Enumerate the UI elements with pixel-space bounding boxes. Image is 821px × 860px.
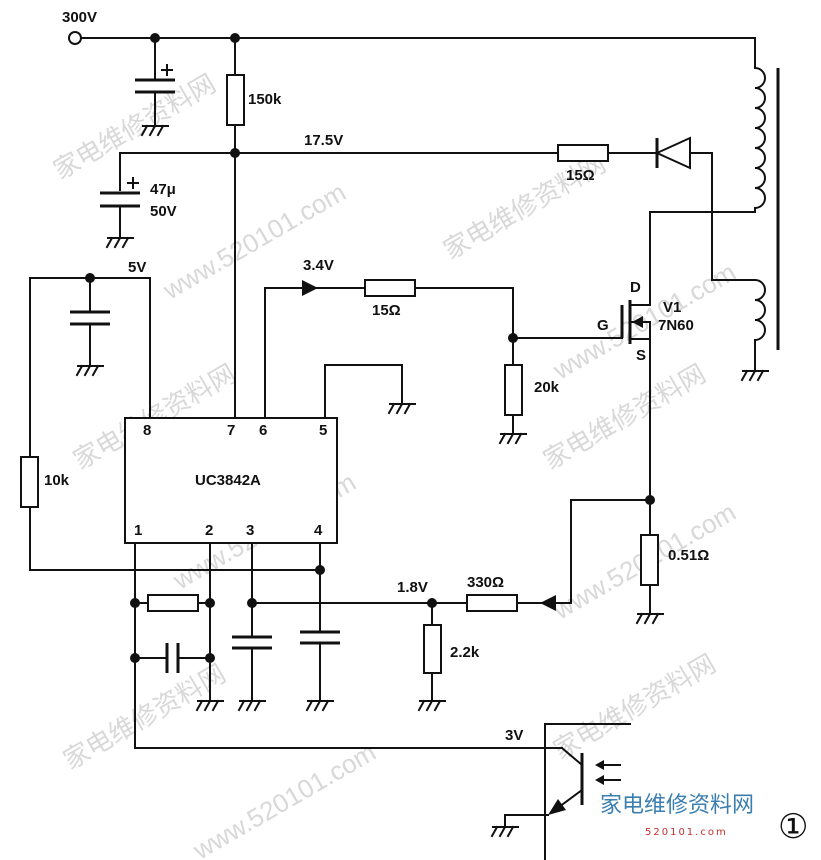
ic-pin-4: 4 (314, 522, 323, 539)
label-start-resistor: 150k (248, 91, 282, 108)
mosfet-pin-d: D (630, 279, 641, 296)
sense-arrow (540, 595, 556, 611)
pin5-ground (324, 364, 416, 419)
label-vcc-rail: 17.5V (304, 132, 343, 149)
input-capacitor (135, 37, 175, 137)
mosfet-ref: V1 (663, 299, 681, 316)
gate-resistor (364, 279, 416, 297)
timing-resistor (20, 456, 39, 508)
label-timing-resistor: 10k (44, 472, 70, 489)
ground-symbol (740, 369, 769, 382)
start-resistor: 150k (226, 37, 282, 154)
watermark-cn-6: 家电维修资料网 (548, 648, 721, 765)
ground-symbol (635, 612, 664, 625)
gate-drive: 3.4V 15Ω 20k (264, 257, 623, 445)
comp-resistor (147, 594, 199, 612)
ground-symbol (417, 699, 446, 712)
input-terminal (68, 31, 82, 45)
label-feedback-resistor: 15Ω (566, 167, 595, 184)
figure-number: ① (778, 808, 808, 846)
optocoupler: 3V (490, 723, 631, 860)
watermark-cn-5: 家电维修资料网 (58, 658, 231, 775)
ic-pin-2: 2 (205, 522, 213, 539)
feedback-resistor (557, 144, 609, 162)
ic-pin-5: 5 (319, 422, 327, 439)
label-cap-value: 47μ (150, 181, 176, 198)
ic-pin-3: 3 (246, 522, 254, 539)
mosfet-part: 7N60 (658, 317, 694, 334)
label-gate-pulldown: 20k (534, 379, 560, 396)
label-sense-resistor: 0.51Ω (668, 547, 709, 564)
label-supply-voltage: 300V (62, 9, 97, 26)
ic-bottom-network (130, 542, 563, 749)
current-sense: 0.51Ω 330Ω 1.8V 2.2k (251, 495, 709, 712)
ic-uc3842a: UC3842A 8 7 6 5 1 2 3 4 (124, 417, 338, 544)
site-logo: 家电维修资料网 520101.com (600, 793, 754, 838)
ic-pin-1: 1 (134, 522, 142, 539)
watermark-cn-1: 家电维修资料网 (48, 68, 221, 185)
vref-network: 5V 10k (20, 259, 325, 575)
ground-symbol (140, 124, 169, 137)
cs-resistor (466, 594, 518, 612)
label-cs-voltage: 1.8V (397, 579, 428, 596)
ground-symbol (490, 825, 519, 838)
mosfet-pin-g: G (597, 317, 609, 334)
label-gate-resistor: 15Ω (372, 302, 401, 319)
ic-pin-7: 7 (227, 422, 235, 439)
label-cap-voltage: 50V (150, 203, 177, 220)
label-cs-pulldown: 2.2k (450, 644, 480, 661)
ic-label: UC3842A (195, 472, 261, 489)
transformer (649, 37, 780, 382)
ground-symbol (387, 402, 416, 415)
rectifier-diode (654, 136, 756, 281)
input-rail: 300V (62, 9, 756, 45)
ic-pin-8: 8 (143, 422, 151, 439)
ground-symbol (498, 432, 527, 445)
logo-text: 家电维修资料网 (600, 793, 754, 818)
label-opto-voltage: 3V (505, 727, 523, 744)
logo-url: 520101.com (645, 827, 728, 838)
mosfet-pin-s: S (636, 347, 646, 364)
watermark-url-1: www.520101.com (157, 177, 351, 306)
ground-symbol (195, 699, 224, 712)
ground-symbol (105, 236, 134, 249)
ic-pin-6: 6 (259, 422, 267, 439)
label-gate-voltage: 3.4V (303, 257, 334, 274)
vcc-rail: 17.5V 15Ω (119, 132, 756, 419)
label-vref: 5V (128, 259, 146, 276)
ground-symbol (237, 699, 266, 712)
gate-arrow (302, 280, 318, 296)
watermark-url-5: www.520101.com (187, 737, 381, 860)
label-cs-resistor: 330Ω (467, 574, 504, 591)
vcc-capacitor: 47μ 50V (100, 177, 177, 249)
watermark-cn-2: 家电维修资料网 (438, 148, 611, 265)
ground-symbol (305, 699, 334, 712)
sense-resistor (640, 534, 659, 586)
ground-symbol (75, 364, 104, 377)
gate-pulldown-resistor (504, 364, 523, 416)
cs-pulldown-resistor (423, 624, 442, 674)
mosfet-v1: D G S V1 7N60 (597, 279, 694, 501)
